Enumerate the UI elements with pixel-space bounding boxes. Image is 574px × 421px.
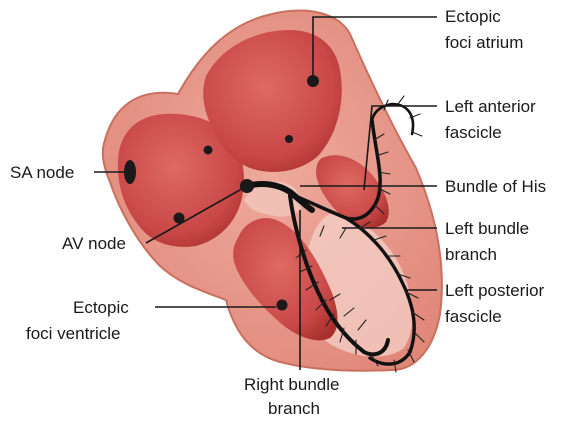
label-ectopic-atrium-line1: Ectopic bbox=[445, 7, 501, 26]
label-left-anterior-line1: Left anterior bbox=[445, 97, 536, 116]
ectopic-ventricle-dot bbox=[277, 300, 288, 311]
label-ectopic-ventricle-line2: foci ventricle bbox=[26, 324, 120, 343]
label-av-node: AV node bbox=[62, 234, 126, 253]
label-left-posterior-line1: Left posterior bbox=[445, 281, 545, 300]
label-left-anterior-line2: fascicle bbox=[445, 123, 502, 142]
label-left-bundle-line1: Left bundle bbox=[445, 219, 529, 238]
label-ectopic-ventricle-line1: Ectopic bbox=[73, 298, 129, 317]
label-right-bundle-line1: Right bundle bbox=[244, 375, 339, 394]
label-left-posterior-line2: fascicle bbox=[445, 307, 502, 326]
label-bundle-of-his: Bundle of His bbox=[445, 177, 546, 196]
label-sa-node: SA node bbox=[10, 163, 74, 182]
label-left-bundle-line2: branch bbox=[445, 245, 497, 264]
sa-node-dot bbox=[124, 160, 136, 184]
right-atrium-dot-upper bbox=[204, 146, 213, 155]
label-ectopic-atrium-line2: foci atrium bbox=[445, 33, 523, 52]
label-right-bundle-line2: branch bbox=[268, 399, 320, 418]
atrium-dot-small bbox=[285, 135, 293, 143]
